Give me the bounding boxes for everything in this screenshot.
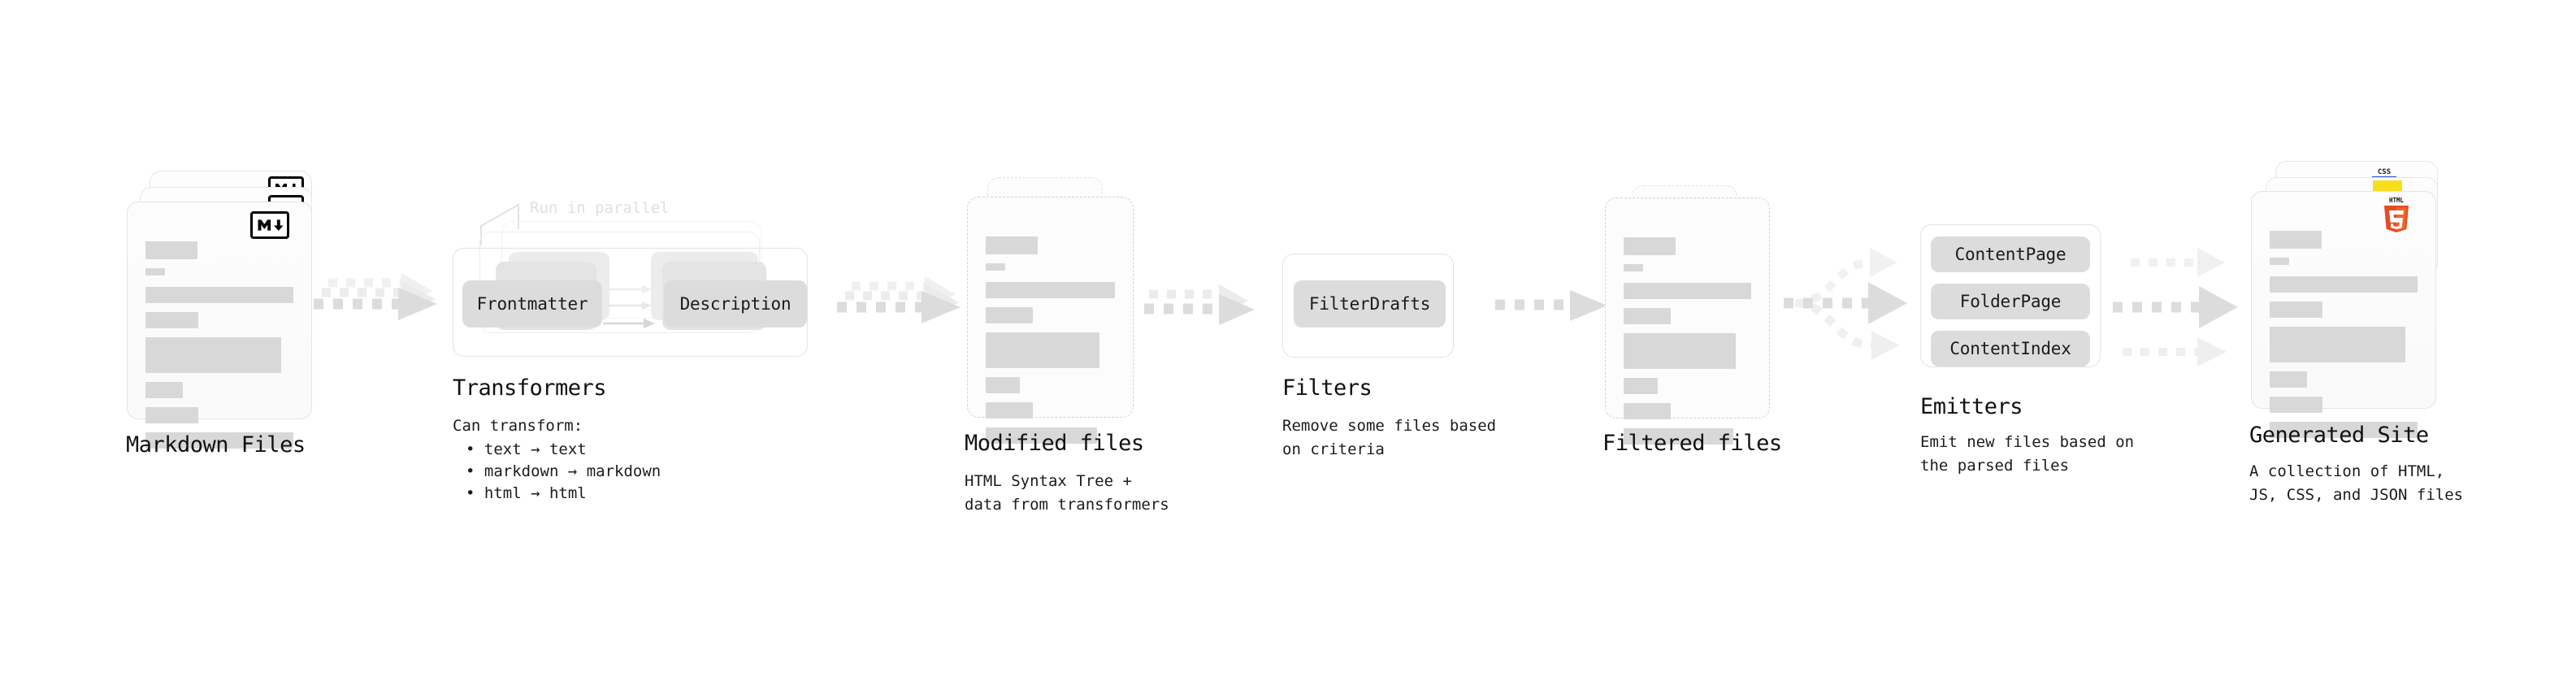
placeholder-bar — [1624, 264, 1643, 271]
placeholder-bar — [1624, 403, 1671, 419]
site-placeholder-bars — [2270, 231, 2418, 447]
generated-site-title: Generated Site — [2249, 423, 2429, 448]
emitters-box — [1920, 224, 2101, 367]
markdown-glyph-icon — [258, 219, 284, 231]
placeholder-bar — [2270, 397, 2322, 413]
placeholder-bar — [145, 337, 282, 373]
run-in-parallel-annotation: Run in parallel — [530, 199, 670, 217]
emitter-pill-contentpage[interactable]: ContentPage — [1931, 236, 2090, 272]
generated-site-subtitle: A collection of HTML, JS, CSS, and JSON … — [2249, 462, 2464, 504]
transformers-bullet-0: • text → text — [466, 440, 587, 458]
placeholder-bar — [2270, 327, 2406, 362]
arrow-filtered-to-emitters-fanout — [1784, 248, 1907, 360]
markdown-placeholder-bars — [145, 241, 293, 458]
placeholder-bar — [1624, 308, 1671, 324]
placeholder-bar — [145, 268, 165, 275]
modified-files-title: Modified files — [965, 431, 1144, 456]
placeholder-bar — [1624, 237, 1676, 255]
placeholder-bar — [2270, 371, 2307, 388]
placeholder-bar — [2270, 301, 2322, 318]
svg-text:HTML: HTML — [2389, 197, 2405, 204]
placeholder-bar — [986, 402, 1033, 419]
arrow-emitters-to-site — [2113, 248, 2238, 367]
emitter-pill-contentindex[interactable]: ContentIndex — [1931, 331, 2090, 367]
filters-title: Filters — [1282, 375, 1373, 401]
placeholder-bar — [2270, 422, 2418, 438]
filters-box — [1282, 254, 1454, 358]
transformers-box-front — [453, 248, 808, 357]
transformers-title: Transformers — [453, 375, 607, 401]
filter-pill-filterdrafts[interactable]: FilterDrafts — [1294, 280, 1446, 327]
placeholder-bar — [986, 377, 1020, 393]
arrow-filters-to-filtered — [1495, 290, 1607, 321]
placeholder-bar — [2270, 231, 2322, 249]
svg-text:CSS: CSS — [2378, 168, 2391, 176]
transformer-pill-description[interactable]: Description — [664, 280, 807, 327]
placeholder-bar — [986, 263, 1005, 271]
markdown-files-title: Markdown Files — [126, 432, 306, 458]
emitters-subtitle: Emit new files based on the parsed files — [1920, 433, 2135, 475]
placeholder-bar — [986, 427, 1097, 444]
arrow-modified-to-filters — [1144, 284, 1255, 325]
placeholder-bar — [986, 236, 1038, 254]
arrow-transformers-to-modified — [837, 276, 961, 323]
modified-files-subtitle: HTML Syntax Tree + data from transformer… — [965, 472, 1169, 514]
placeholder-bar — [2270, 276, 2418, 293]
arrow-markdown-to-transformers — [314, 273, 437, 320]
emitter-pill-folderpage[interactable]: FolderPage — [1931, 284, 2090, 319]
placeholder-bar — [145, 241, 197, 259]
placeholder-bar — [986, 332, 1099, 368]
placeholder-bar — [1624, 283, 1751, 299]
placeholder-bar — [1624, 378, 1658, 394]
modified-card-front — [967, 197, 1134, 444]
filtered-card-front — [1605, 197, 1770, 445]
placeholder-bar — [145, 407, 198, 423]
placeholder-bar — [145, 312, 198, 328]
emitters-title: Emitters — [1920, 394, 2023, 419]
markdown-badge-front — [250, 211, 289, 239]
placeholder-bar — [986, 282, 1115, 298]
html5-icon: HTML — [2384, 197, 2409, 232]
transformers-bullet-1: • markdown → markdown — [466, 462, 661, 480]
placeholder-bar — [1624, 333, 1737, 369]
placeholder-bar — [1624, 428, 1734, 445]
transformer-pill-frontmatter[interactable]: Frontmatter — [462, 280, 602, 327]
filtered-placeholder-bars — [1624, 237, 1751, 453]
placeholder-bar — [986, 307, 1033, 323]
transformers-bullet-2: • html → html — [466, 484, 587, 502]
filters-subtitle: Remove some files based on criteria — [1282, 417, 1497, 458]
transformers-subtitle: Can transform: — [453, 417, 583, 435]
placeholder-bar — [2270, 258, 2289, 265]
modified-placeholder-bars — [986, 236, 1115, 453]
placeholder-bar — [145, 287, 293, 303]
placeholder-bar — [145, 432, 293, 449]
filtered-files-title: Filtered files — [1602, 431, 1782, 456]
placeholder-bar — [145, 382, 183, 398]
